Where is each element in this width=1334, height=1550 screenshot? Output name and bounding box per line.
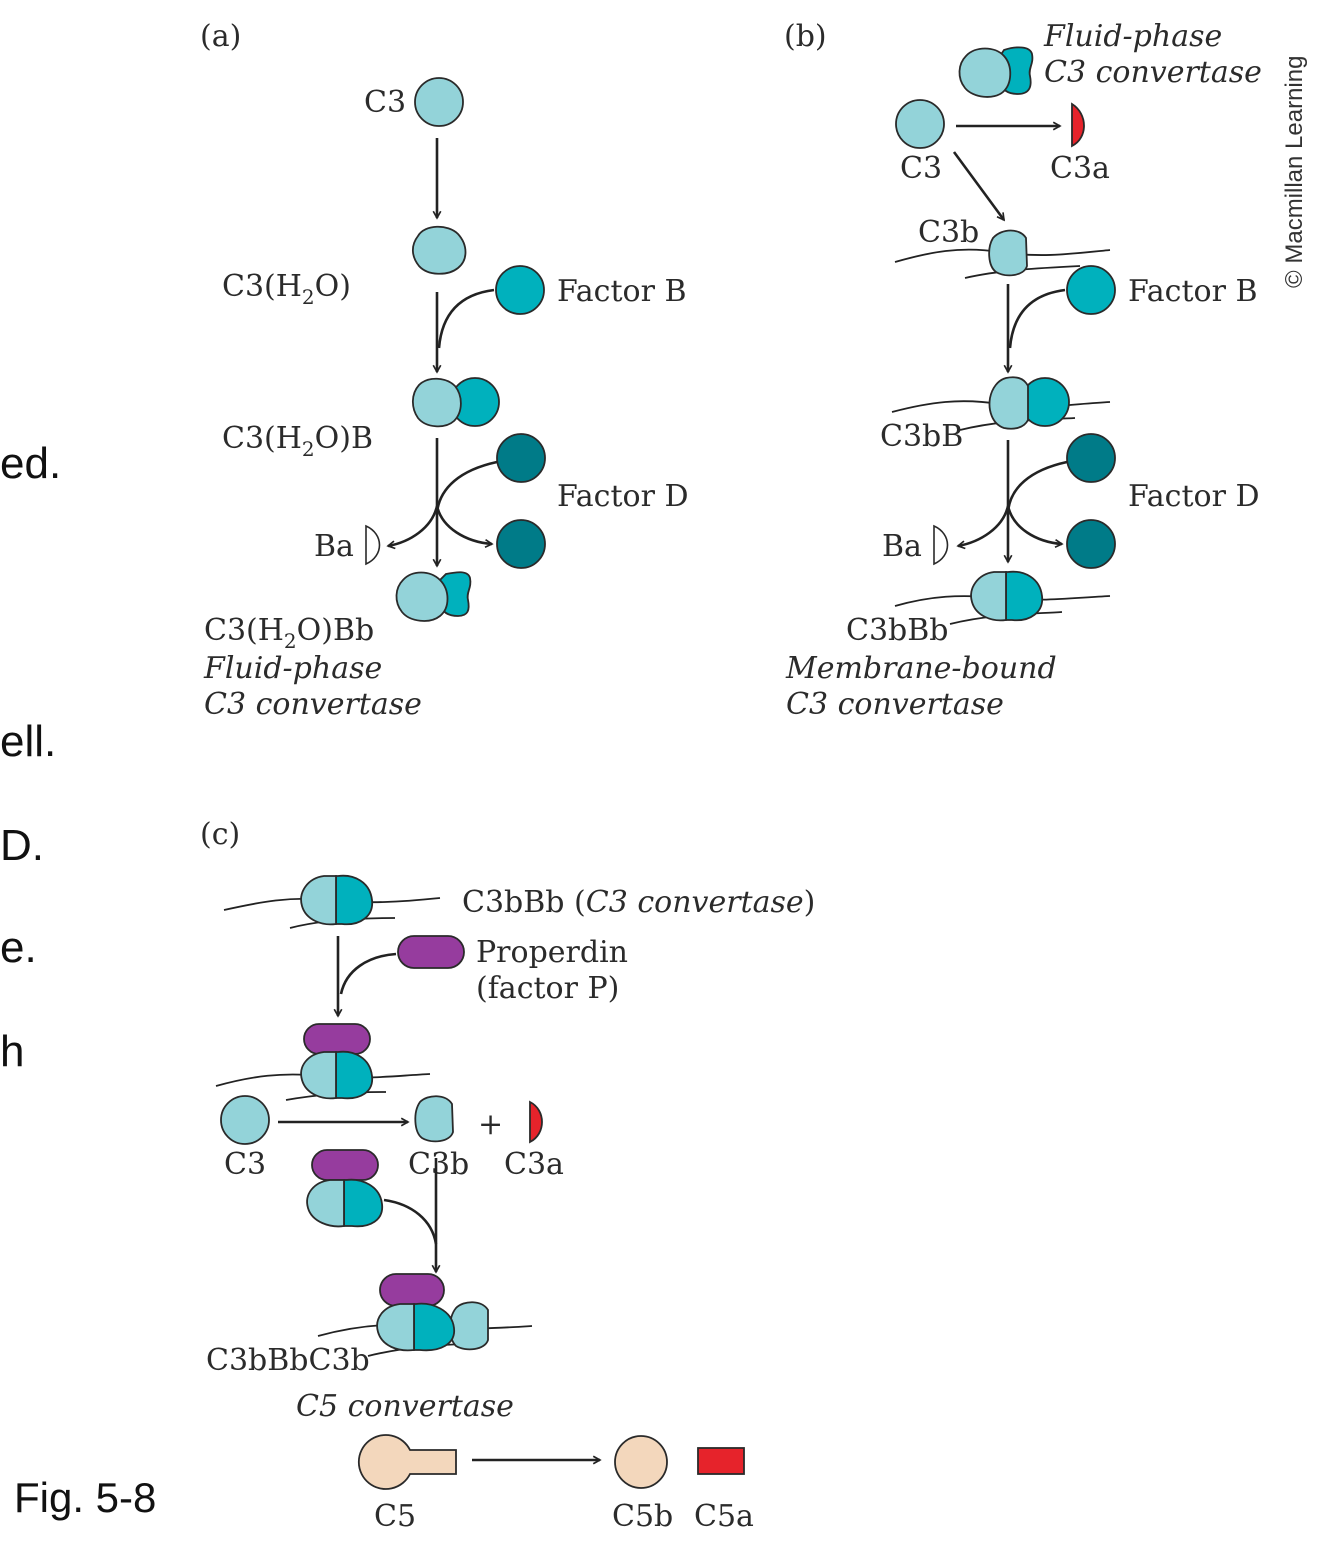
panel-a-c3h2ob-c3 bbox=[411, 377, 462, 428]
panel-c-c3bbb-label: C3bBb (C3 convertase) bbox=[462, 885, 815, 920]
panel-c-c3a-label: C3a bbox=[504, 1147, 564, 1182]
panel-c-c5a-label: C5a bbox=[694, 1499, 754, 1534]
panel-b-fluid-convertase-c3 bbox=[958, 47, 1012, 98]
panel-a-factor-d-release-arrow bbox=[435, 505, 492, 544]
panel-c-tag: (c) bbox=[200, 817, 240, 852]
panel-a-factor-b-join-arrow bbox=[437, 288, 495, 349]
panel-b-c3bbb-c3b bbox=[970, 571, 1007, 622]
panel-b-c3b-molecule bbox=[988, 229, 1028, 277]
panel-a-caption-line2: C3 convertase bbox=[204, 687, 422, 722]
panel-b-c3a-label: C3a bbox=[1050, 151, 1110, 186]
panel-b-ba-label: Ba bbox=[882, 529, 922, 564]
panel-a: (a) C3 C3(H2O) Factor B C3(H2O)B Factor … bbox=[200, 19, 689, 722]
panel-c-c3bbb-bb bbox=[335, 874, 373, 926]
panel-c-free-convertase-c3b bbox=[306, 1179, 345, 1228]
panel-c-bound-properdin-3 bbox=[379, 1273, 445, 1307]
panel-a-c3h2o-label: C3(H2O) bbox=[222, 269, 351, 309]
panel-c-c3bbbc3b-label: C3bBbC3b bbox=[206, 1343, 370, 1378]
side-fragment-5: h bbox=[0, 1027, 24, 1076]
panel-c-c5-molecule bbox=[357, 1434, 457, 1490]
figure-label: Fig. 5-8 bbox=[14, 1474, 156, 1521]
panel-b-c3bbb-bb bbox=[1005, 570, 1043, 622]
side-text-fragments: ed. ell. D. e. h bbox=[0, 439, 61, 1076]
side-fragment-4: e. bbox=[0, 923, 37, 972]
panel-b-c3bbb-label: C3bBb bbox=[846, 613, 949, 648]
panel-b-factor-d-join-arrow bbox=[1006, 460, 1068, 513]
panel-b-c3b-label: C3b bbox=[918, 215, 979, 250]
panel-b-c3-molecule bbox=[895, 99, 945, 149]
panel-a-ba-release-arrow bbox=[388, 505, 439, 546]
panel-c-plus-sign: + bbox=[478, 1107, 503, 1142]
panel-a-tag: (a) bbox=[200, 19, 241, 54]
side-fragment-2: ell. bbox=[0, 717, 56, 766]
panel-b-factor-b-molecule bbox=[1066, 265, 1116, 315]
panel-c-c3bbb-c3b bbox=[300, 875, 337, 926]
panel-b-c3bb-label: C3bB bbox=[880, 419, 963, 454]
panel-a-c3-label: C3 bbox=[364, 85, 406, 120]
panel-c-c3b-molecule bbox=[414, 1095, 454, 1143]
copyright-credit: © Macmillan Learning bbox=[1281, 56, 1308, 288]
panel-c-c3b-label: C3b bbox=[408, 1147, 469, 1182]
panel-c-c5-label: C5 bbox=[374, 1499, 416, 1534]
panel-c-c5-convertase-bb bbox=[413, 1302, 455, 1352]
panel-b-factor-b-join-arrow bbox=[1008, 288, 1066, 349]
panel-c-properdin-molecule bbox=[397, 935, 465, 969]
panel-b-c3-label: C3 bbox=[900, 151, 942, 186]
panel-b-c3bb-c3b bbox=[988, 376, 1029, 430]
panel-c-properdin-line2: (factor P) bbox=[476, 971, 619, 1006]
panel-b-ba-release-arrow bbox=[958, 505, 1010, 546]
panel-c-c3a-fragment bbox=[529, 1100, 543, 1144]
panel-b-factor-d-release-arrow bbox=[1006, 505, 1062, 544]
panel-c-c5-convertase-label: C5 convertase bbox=[296, 1389, 514, 1424]
panel-c-c5b-molecule bbox=[614, 1435, 668, 1489]
panel-b-ba-fragment bbox=[933, 524, 949, 566]
panel-a-factor-b-molecule bbox=[495, 265, 545, 315]
panel-a-c3h2obb-label: C3(H2O)Bb bbox=[204, 613, 374, 653]
panel-c-c5-convertase-c3b-1 bbox=[376, 1303, 415, 1352]
panel-c-convertase-join-arrow bbox=[383, 1198, 438, 1245]
panel-b-factor-d-label: Factor D bbox=[1128, 479, 1260, 514]
panel-a-factor-d-released bbox=[496, 519, 546, 569]
side-fragment-3: D. bbox=[0, 821, 44, 870]
panel-c-bound-properdin-1 bbox=[303, 1023, 371, 1055]
panel-a-factor-d-join-arrow bbox=[435, 460, 498, 513]
panel-b-fluid-line2: C3 convertase bbox=[1044, 55, 1262, 90]
panel-c-c5b-label: C5b bbox=[612, 1499, 673, 1534]
panel-c-stabilized-bb bbox=[335, 1050, 373, 1100]
panel-b-factor-b-label: Factor B bbox=[1128, 274, 1258, 309]
panel-b-fluid-line1: Fluid-phase bbox=[1043, 19, 1222, 54]
panel-b-caption-line1: Membrane-bound bbox=[785, 651, 1057, 686]
panel-c-free-convertase-bb bbox=[343, 1178, 383, 1228]
panel-b: (b) Fluid-phase C3 convertase C3 C3a C3b… bbox=[784, 19, 1262, 722]
panel-a-c3-molecule bbox=[414, 77, 464, 127]
panel-b-caption-line2: C3 convertase bbox=[786, 687, 1004, 722]
panel-a-c3h2o-molecule bbox=[411, 225, 467, 275]
panel-c-c3-molecule bbox=[220, 1095, 270, 1145]
panel-a-ba-label: Ba bbox=[314, 529, 354, 564]
panel-a-ba-fragment bbox=[365, 524, 381, 566]
panel-a-factor-d-label: Factor D bbox=[557, 479, 689, 514]
panel-a-factor-b-label: Factor B bbox=[557, 274, 687, 309]
panel-c-c5-convertase-c3b bbox=[449, 1301, 489, 1351]
panel-b-factor-d-molecule bbox=[1066, 433, 1116, 483]
panel-b-c3a-fragment bbox=[1071, 102, 1085, 148]
side-fragment-1: ed. bbox=[0, 439, 61, 488]
panel-c-stabilized-c3b bbox=[300, 1051, 337, 1100]
panel-c-properdin-join-arrow bbox=[339, 952, 397, 995]
panel-a-caption-line1: Fluid-phase bbox=[203, 651, 382, 686]
panel-c: (c) C3bBb (C3 convertase) Properdin (fac… bbox=[200, 817, 815, 1534]
panel-a-c3h2ob-label: C3(H2O)B bbox=[222, 421, 373, 461]
panel-b-tag: (b) bbox=[784, 19, 827, 54]
panel-a-factor-d-molecule bbox=[496, 433, 546, 483]
panel-b-c3b-arrow bbox=[952, 151, 1006, 220]
panel-c-c3-label: C3 bbox=[224, 1147, 266, 1182]
panel-c-properdin-line1: Properdin bbox=[476, 935, 628, 970]
panel-a-c3h2obb-c3 bbox=[395, 571, 449, 622]
panel-c-bound-properdin-2 bbox=[311, 1149, 379, 1181]
panel-c-c5a-molecule bbox=[697, 1447, 745, 1475]
panel-b-factor-d-released bbox=[1066, 519, 1116, 569]
